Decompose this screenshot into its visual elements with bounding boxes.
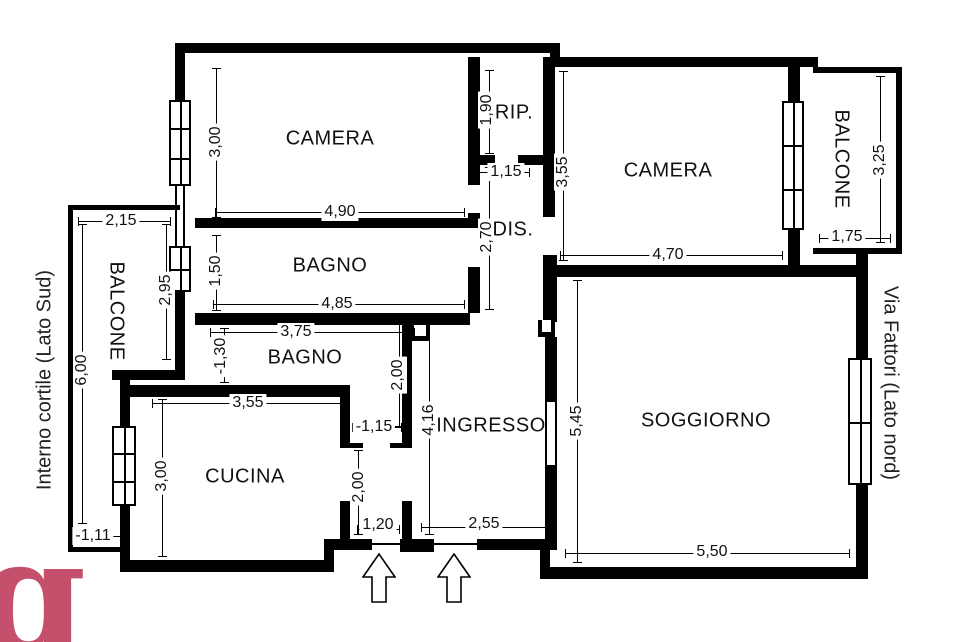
dim-balcone-right-width: 1,75 bbox=[828, 228, 866, 246]
dim-camera2-width: 4,70 bbox=[649, 246, 687, 264]
dim-passage-width: -1,15 bbox=[352, 418, 396, 436]
dim-vestibule-height: 2,00 bbox=[350, 468, 368, 506]
dim-bagno2-height: -1,30 bbox=[212, 334, 230, 378]
room-label-bagno1: BAGNO bbox=[292, 254, 368, 277]
dim-camera1-height: 3,00 bbox=[207, 123, 225, 161]
dim-balcone-right-height: 3,25 bbox=[871, 141, 889, 179]
dim-balcone-left-mid: 2,95 bbox=[157, 271, 175, 309]
wall-pillar-core bbox=[414, 325, 426, 336]
street-label-south: Interno cortile (Lato Sud) bbox=[33, 269, 56, 491]
balcony-wall bbox=[813, 248, 902, 254]
wall-segment bbox=[540, 539, 550, 579]
wall-segment bbox=[468, 57, 480, 155]
wall-segment bbox=[468, 165, 480, 185]
door-opening-threshold bbox=[175, 186, 177, 246]
dim-soggiorno-height: 5,45 bbox=[568, 402, 586, 440]
dim-cucina-width: 3,55 bbox=[229, 394, 267, 412]
room-label-camera2: CAMERA bbox=[623, 159, 713, 182]
door-jamb-tick bbox=[340, 501, 350, 505]
wall-segment bbox=[120, 506, 130, 564]
door-jamb-tick bbox=[402, 501, 412, 505]
room-label-ingresso: INGRESSO bbox=[436, 414, 546, 437]
wall-segment bbox=[543, 265, 868, 277]
dim-balcone-left-height: 6,00 bbox=[73, 351, 91, 389]
wall-segment bbox=[468, 155, 495, 165]
wall-segment bbox=[550, 57, 818, 67]
balcony-wall bbox=[896, 67, 902, 254]
wall-segment bbox=[175, 292, 185, 380]
wall-segment bbox=[545, 465, 557, 550]
wall-segment bbox=[540, 567, 868, 579]
balcony-wall bbox=[68, 547, 125, 552]
agency-logo-g: g bbox=[0, 504, 87, 642]
window-symbol bbox=[112, 426, 136, 506]
wall-segment bbox=[112, 370, 185, 380]
entrance-arrow-icon bbox=[362, 553, 396, 603]
wall-segment bbox=[120, 560, 334, 572]
wall-segment bbox=[477, 539, 550, 550]
wall-segment bbox=[543, 57, 555, 217]
wall-segment bbox=[543, 255, 557, 322]
wall-segment bbox=[550, 43, 560, 67]
wall-segment bbox=[788, 57, 800, 103]
room-label-cucina: CUCINA bbox=[205, 465, 285, 488]
door-jamb-tick bbox=[340, 443, 363, 448]
room-label-balcone-left: BALCONE bbox=[105, 261, 128, 361]
door-opening-threshold bbox=[545, 402, 547, 465]
dim-dis-width: 1,15 bbox=[487, 163, 525, 181]
wall-segment bbox=[402, 325, 412, 443]
room-label-soggiorno: SOGGIORNO bbox=[640, 409, 772, 432]
wall-pillar-core bbox=[542, 320, 551, 332]
wall-segment bbox=[130, 385, 350, 397]
street-label-north: Via Fattori (Lato nord) bbox=[879, 285, 902, 481]
dim-bagno1-height: 1,50 bbox=[207, 252, 225, 290]
dim-soggiorno-width: 5,50 bbox=[693, 543, 731, 561]
wall-segment bbox=[324, 539, 334, 572]
wall-segment bbox=[400, 539, 434, 552]
wall-segment bbox=[340, 505, 350, 539]
dim-camera2-height: 3,55 bbox=[554, 153, 572, 191]
dim-camera1-width: 4,90 bbox=[321, 203, 359, 221]
wall-segment bbox=[175, 43, 185, 103]
wall-segment bbox=[545, 337, 557, 402]
door-opening-threshold bbox=[555, 402, 557, 465]
door-opening-threshold bbox=[372, 543, 400, 545]
dim-balcone-left-bottom: -1,11 bbox=[72, 527, 114, 545]
dim-entrance-door: 1,20 bbox=[359, 516, 397, 534]
dim-rip-height: 1,90 bbox=[478, 91, 496, 129]
dim-bagno1-width: 4,85 bbox=[318, 295, 356, 313]
dim-cucina-height: 3,00 bbox=[153, 457, 171, 495]
room-label-rip: RIP. bbox=[494, 101, 534, 124]
dim-passage-segment: 2,00 bbox=[389, 356, 407, 394]
dim-ingresso-width: 2,55 bbox=[465, 515, 503, 533]
wall-segment bbox=[175, 43, 560, 53]
room-label-balcone-right: BALCONE bbox=[830, 109, 853, 209]
entrance-arrow-icon bbox=[437, 553, 471, 603]
dim-balcone-left-top: 2,15 bbox=[102, 212, 140, 230]
wall-segment bbox=[518, 155, 543, 165]
door-jamb-tick bbox=[390, 443, 412, 448]
wall-segment bbox=[468, 267, 480, 313]
window-symbol bbox=[169, 100, 191, 186]
wall-segment bbox=[120, 370, 130, 428]
balcony-wall bbox=[813, 67, 902, 73]
wall-segment bbox=[788, 230, 800, 265]
door-opening-threshold bbox=[434, 543, 477, 545]
door-opening-threshold bbox=[183, 186, 185, 246]
wall-segment bbox=[340, 385, 350, 443]
room-label-dis: DIS. bbox=[492, 218, 534, 241]
wall-segment bbox=[324, 539, 372, 550]
dim-bagno2-width: 3,75 bbox=[277, 323, 315, 341]
window-symbol bbox=[848, 358, 872, 485]
wall-segment bbox=[195, 218, 480, 228]
room-label-camera1: CAMERA bbox=[285, 127, 375, 150]
wall-segment bbox=[402, 505, 412, 539]
balcony-wall bbox=[68, 205, 180, 210]
balcony-wall bbox=[68, 205, 73, 552]
room-label-bagno2: BAGNO bbox=[267, 346, 343, 369]
window-symbol bbox=[782, 101, 804, 230]
